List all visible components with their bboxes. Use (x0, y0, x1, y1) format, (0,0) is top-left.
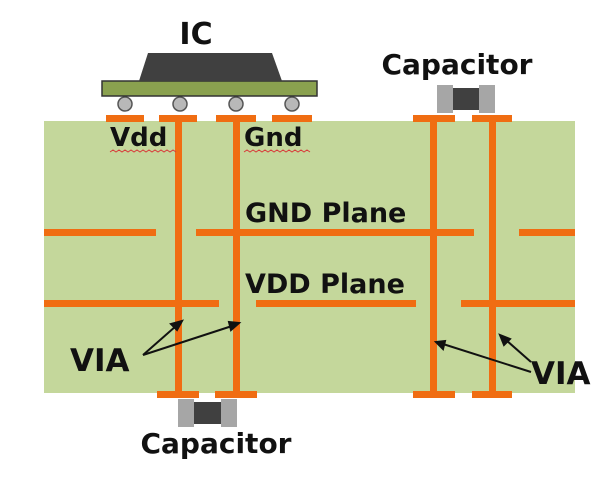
via-pad (159, 115, 197, 122)
solder-balls (117, 96, 300, 112)
arrowhead (227, 320, 242, 332)
gnd-plane-label: GND Plane (245, 198, 406, 229)
ic-pads (106, 115, 312, 122)
via-pad (472, 391, 512, 398)
vdd-plane (44, 300, 575, 307)
vdd-plane-segment (44, 300, 219, 307)
cap-terminal (479, 85, 495, 113)
vdd-pin-label: Vdd (110, 123, 167, 153)
arrowhead (169, 319, 185, 332)
via-ic-gnd (233, 117, 240, 395)
ic-substrate (101, 80, 318, 97)
arrowhead (498, 333, 512, 347)
solder-ball (117, 96, 133, 112)
capacitor-top-label: Capacitor (381, 48, 532, 81)
ic-package (101, 53, 318, 112)
gnd-plane-segment (196, 229, 474, 236)
via-pad (413, 391, 455, 398)
gnd-plane-segment (519, 229, 575, 236)
vdd-plane-label: VDD Plane (245, 269, 405, 300)
arrow-line (142, 325, 233, 356)
ic-pad (272, 115, 312, 122)
capacitor-bottom (178, 399, 237, 427)
spellcheck-underline (109, 149, 177, 153)
spellcheck-underline (243, 149, 311, 153)
via-cap-right (489, 117, 496, 395)
arrow-line (142, 325, 177, 356)
via-pad (157, 391, 199, 398)
via-label-right: VIA (531, 356, 591, 392)
solder-ball (172, 96, 188, 112)
via-arrows (142, 319, 532, 373)
cap-body (450, 88, 484, 110)
vias (157, 115, 512, 398)
via-pad (216, 115, 256, 122)
via-ic-vdd (175, 117, 182, 395)
solder-ball (228, 96, 244, 112)
arrow-line (505, 339, 532, 363)
via-cap-left (430, 117, 437, 395)
cap-body (191, 402, 225, 424)
via-pad (413, 115, 455, 122)
cap-terminal (221, 399, 237, 427)
arrow-line (442, 343, 532, 373)
ic-label: IC (179, 17, 212, 52)
gnd-pin-label: Gnd (244, 123, 302, 153)
cap-terminal (178, 399, 194, 427)
pcb-board (44, 121, 575, 393)
cap-terminal (437, 85, 453, 113)
capacitor-bottom-label: Capacitor (140, 427, 291, 460)
via-pad (215, 391, 257, 398)
solder-ball (284, 96, 300, 112)
via-label-left: VIA (70, 343, 130, 379)
via-pad (472, 115, 512, 122)
vdd-plane-segment (461, 300, 575, 307)
ic-body (139, 53, 282, 81)
gnd-plane-segment (44, 229, 156, 236)
gnd-plane (44, 229, 575, 236)
ic-pad (106, 115, 144, 122)
capacitor-top (437, 85, 495, 113)
vdd-plane-segment (256, 300, 416, 307)
arrowhead (433, 339, 447, 351)
